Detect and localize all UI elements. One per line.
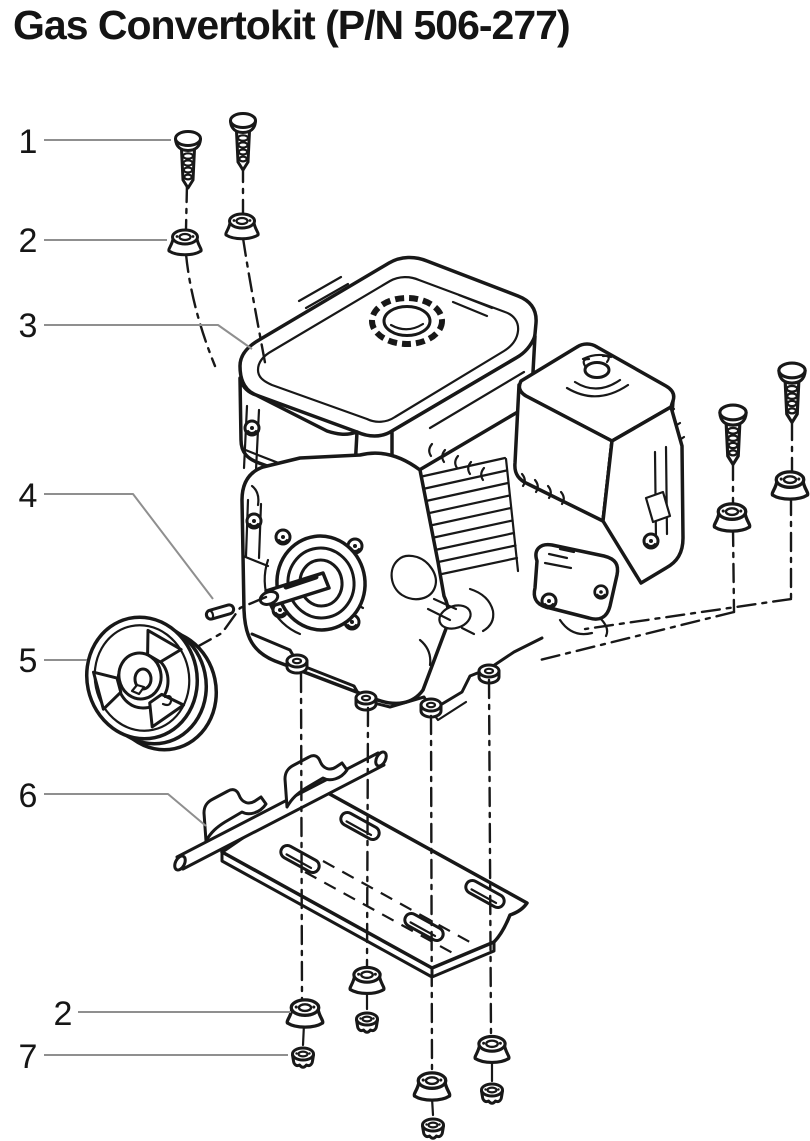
callouts: 1 2 3 4 5 6 2 7 — [19, 123, 291, 1076]
callout-4: 4 — [19, 477, 38, 515]
mounting-bolt — [229, 112, 257, 172]
mounting-bolt — [777, 361, 807, 424]
lock-nut — [291, 1046, 315, 1069]
pulley — [84, 615, 219, 752]
assembly-center-lines — [184, 162, 794, 1117]
callout-2b: 2 — [54, 995, 73, 1033]
gas-engine-illustration — [238, 255, 686, 722]
wing-nut — [565, 353, 630, 398]
leader-line — [44, 324, 253, 350]
washer — [348, 965, 386, 996]
callout-3: 3 — [19, 307, 38, 345]
washer — [712, 502, 752, 533]
side-brackets — [241, 404, 270, 568]
shaft-key — [204, 603, 236, 621]
callout-6: 6 — [19, 777, 38, 815]
output-shaft — [258, 571, 331, 608]
fuel-cap — [369, 295, 445, 347]
mounting-plate — [173, 750, 529, 979]
washer — [412, 1071, 452, 1102]
muffler — [532, 542, 620, 638]
callout-7: 7 — [19, 1038, 38, 1076]
callout-2: 2 — [19, 222, 38, 260]
washer — [473, 1034, 511, 1065]
starter-housing — [601, 405, 685, 585]
engine-base — [250, 632, 544, 722]
handle-rod — [173, 750, 388, 872]
callout-1: 1 — [19, 123, 38, 161]
leader-line — [44, 493, 214, 600]
mounting-bolt — [174, 130, 202, 190]
mounting-bolt — [718, 403, 748, 466]
washer — [224, 212, 260, 241]
lock-nut — [355, 1011, 379, 1034]
lock-nut — [421, 1117, 445, 1140]
washer — [167, 228, 203, 257]
washer — [770, 470, 810, 501]
leader-line — [44, 793, 207, 827]
page-title: Gas Convertokit (P/N 506-277) — [13, 2, 571, 48]
lock-nut — [480, 1082, 504, 1105]
washer — [285, 998, 325, 1029]
callout-5: 5 — [19, 642, 38, 680]
